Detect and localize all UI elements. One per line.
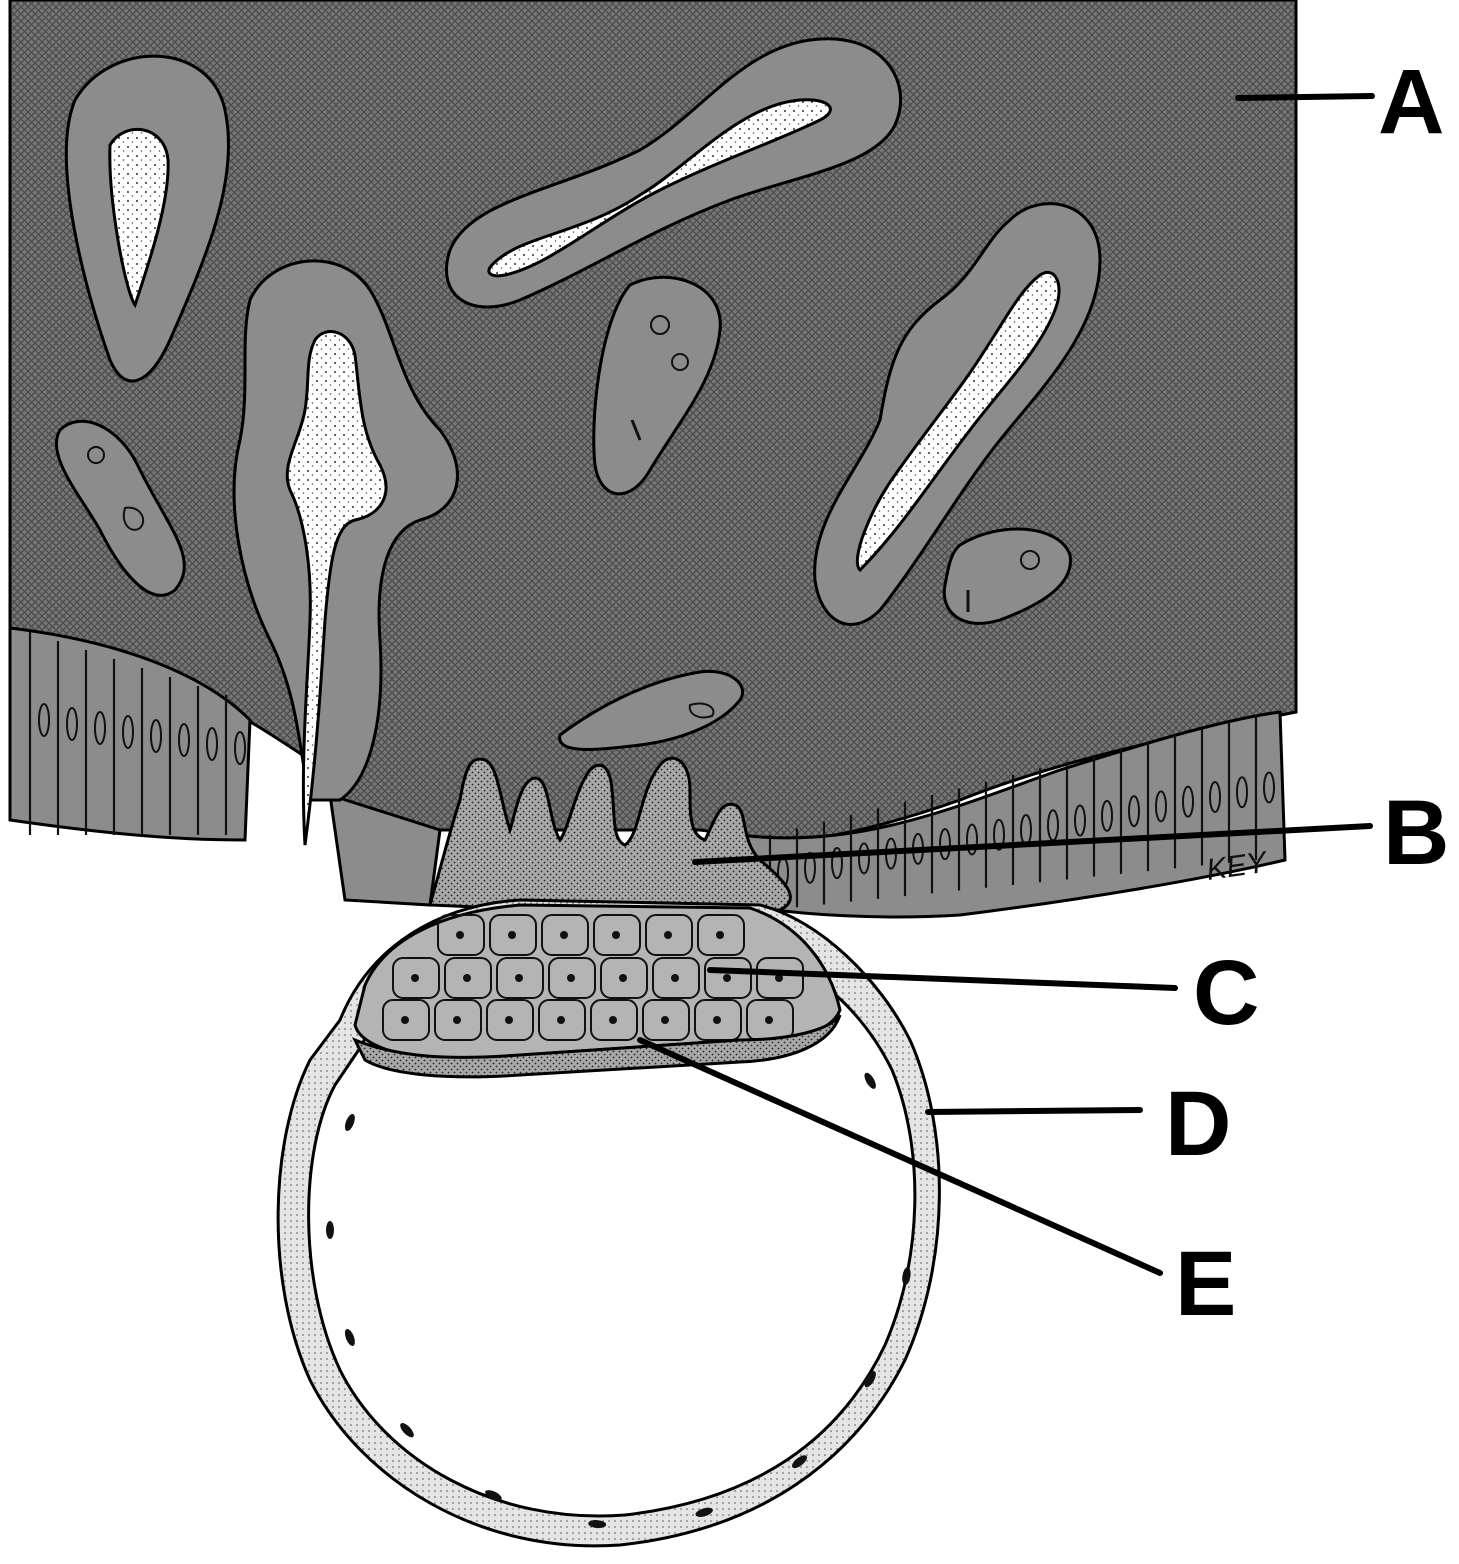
blood-vessel-2 [592, 275, 722, 496]
syncytiotrophoblast [428, 756, 792, 912]
embryoblast-cells [382, 914, 804, 1041]
blood-vessel-1 [54, 419, 186, 597]
label-c: C [1193, 942, 1259, 1044]
luminal-epithelium [8, 626, 1287, 919]
leader-line-d [925, 1107, 1143, 1115]
hypoblast [351, 1014, 842, 1079]
leader-line-c [707, 967, 1178, 991]
luminal-epithelial-cells [28, 632, 246, 835]
blood-vessel-4 [558, 669, 744, 751]
label-d: D [1165, 1073, 1231, 1175]
blood-vessel-3 [942, 527, 1072, 625]
trophoblast-nuclei [326, 1072, 911, 1529]
leader-line-b [692, 823, 1373, 865]
leader-lines [637, 93, 1375, 1276]
uterine-gland-2 [232, 259, 459, 846]
label-a: A [1378, 51, 1444, 153]
leader-line-a [1235, 93, 1375, 101]
inner-cell-mass [353, 903, 842, 1062]
uterine-gland-3 [445, 37, 902, 309]
label-e: E [1175, 1233, 1236, 1335]
labels: A B C D E KEY [1165, 51, 1449, 1335]
uterine-gland-1 [64, 54, 230, 383]
leader-line-e [637, 1037, 1163, 1276]
label-b: B [1383, 782, 1449, 884]
uterine-gland-4 [813, 202, 1102, 626]
